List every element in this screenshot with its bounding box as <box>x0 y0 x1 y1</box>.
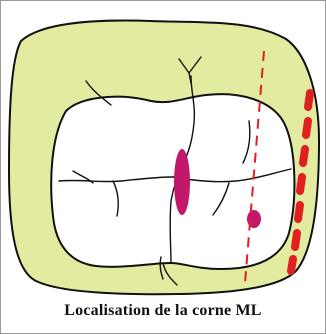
pulp-horn-mark-elongated <box>174 149 190 215</box>
tooth-diagram <box>1 1 325 301</box>
figure-caption: Localisation de la corne ML <box>1 302 325 320</box>
